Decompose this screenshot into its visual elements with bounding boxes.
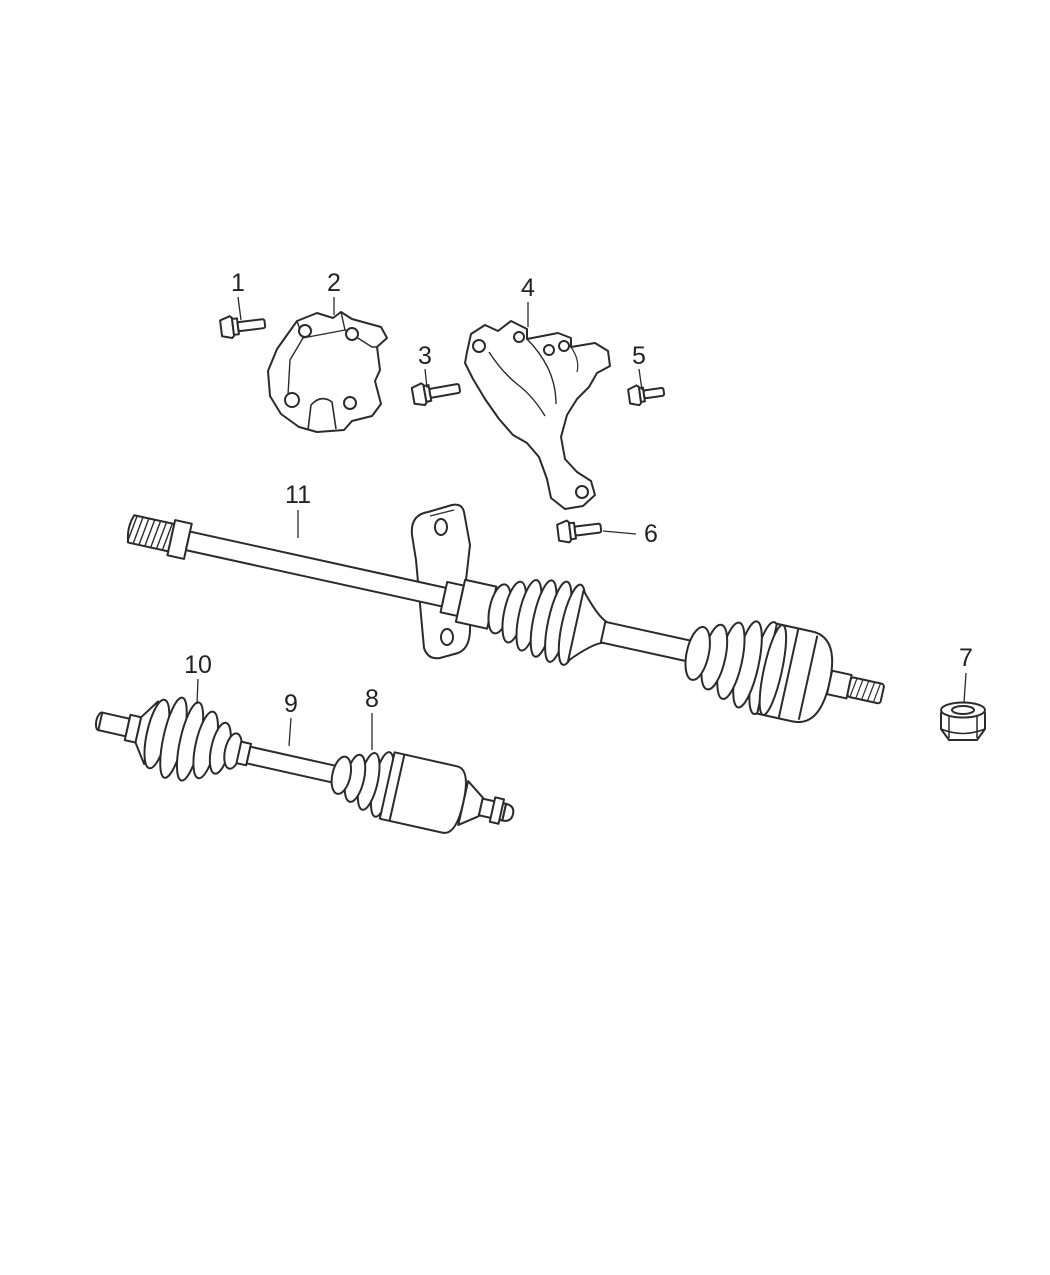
bracket-4 bbox=[464, 320, 611, 510]
leader-3 bbox=[424, 368, 428, 389]
bolt-6 bbox=[556, 519, 603, 544]
bolt-1 bbox=[219, 315, 267, 340]
callout-6: 6 bbox=[644, 520, 658, 548]
bracket-2 bbox=[267, 311, 388, 433]
callout-10: 10 bbox=[184, 651, 212, 679]
nut-7 bbox=[940, 701, 986, 741]
bolt-5 bbox=[627, 384, 666, 407]
callout-8: 8 bbox=[365, 685, 379, 713]
leader-1 bbox=[237, 296, 242, 321]
leader-lines bbox=[196, 296, 967, 750]
callout-3: 3 bbox=[418, 342, 432, 370]
axle-shaft-11 bbox=[126, 514, 885, 724]
callout-2: 2 bbox=[327, 269, 341, 297]
leader-6 bbox=[602, 530, 637, 535]
callout-5: 5 bbox=[632, 342, 646, 370]
callout-1: 1 bbox=[231, 269, 245, 297]
axle-shaft-lower bbox=[94, 696, 515, 834]
leader-5 bbox=[638, 368, 643, 391]
leader-7 bbox=[963, 672, 967, 704]
leader-9 bbox=[288, 717, 292, 747]
callout-11: 11 bbox=[285, 481, 311, 509]
callout-7: 7 bbox=[959, 644, 973, 672]
callouts: 1 2 3 4 5 6 7 8 9 10 11 bbox=[184, 269, 973, 718]
leader-10 bbox=[196, 678, 199, 705]
bolt-3 bbox=[410, 382, 462, 407]
callout-9: 9 bbox=[284, 690, 298, 718]
callout-4: 4 bbox=[521, 274, 535, 302]
